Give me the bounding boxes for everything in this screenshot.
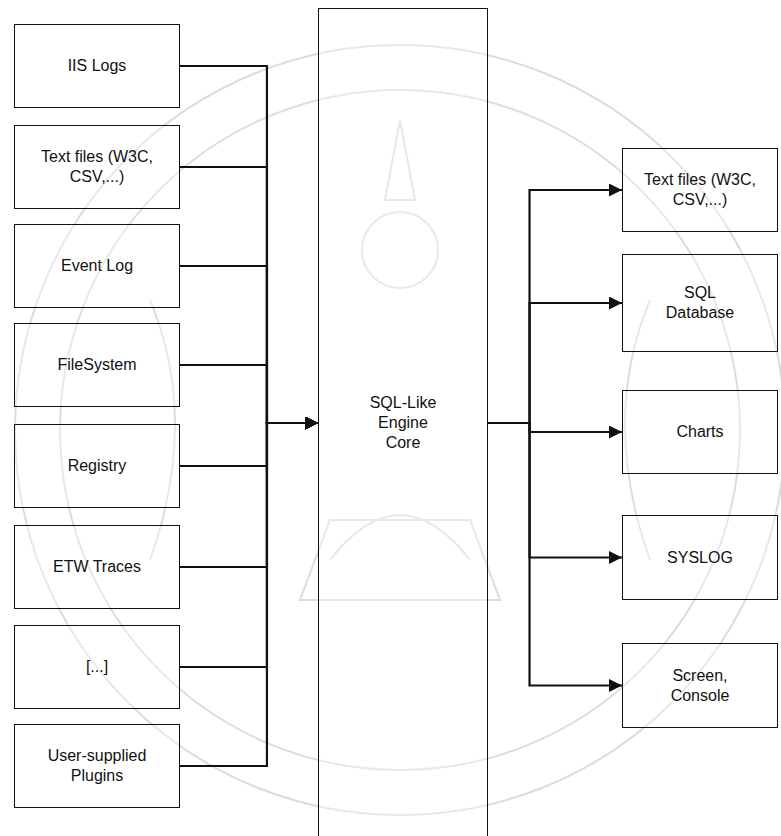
box-label: SYSLOG <box>667 548 733 568</box>
input-box: IIS Logs <box>14 24 180 108</box>
input-box: Text files (W3C, CSV,...) <box>14 125 180 209</box>
flow-arrow <box>488 423 622 558</box>
flow-arrow <box>488 190 622 423</box>
input-box: Registry <box>14 424 180 508</box>
box-label: Charts <box>676 422 723 442</box>
engine-box: SQL-Like Engine Core <box>318 8 488 836</box>
output-box: Screen, Console <box>622 643 778 728</box>
input-box: Event Log <box>14 224 180 308</box>
input-box: User-supplied Plugins <box>14 724 180 808</box>
flow-arrow <box>180 365 318 423</box>
box-label: Text files (W3C, CSV,...) <box>36 147 158 187</box>
box-label: Screen, Console <box>650 666 750 706</box>
box-label: SQL Database <box>650 283 750 323</box>
input-box: FileSystem <box>14 323 180 407</box>
flow-arrow <box>180 66 318 423</box>
box-label: User-supplied Plugins <box>36 746 158 786</box>
output-box: Text files (W3C, CSV,...) <box>622 148 778 232</box>
box-label: ETW Traces <box>53 557 141 577</box>
flow-arrow <box>180 423 318 567</box>
flow-arrow <box>488 423 622 432</box>
box-label: Text files (W3C, CSV,...) <box>638 170 762 210</box>
box-label: Registry <box>68 456 127 476</box>
input-box: [...] <box>14 625 180 709</box>
flow-arrow <box>180 423 318 466</box>
flow-arrow <box>180 423 318 667</box>
box-label: IIS Logs <box>68 56 127 76</box>
output-box: SYSLOG <box>622 515 778 600</box>
box-label: SQL-Like Engine Core <box>363 393 443 453</box>
flow-arrow <box>180 167 318 423</box>
input-box: ETW Traces <box>14 525 180 609</box>
output-box: Charts <box>622 390 778 474</box>
output-box: SQL Database <box>622 254 778 352</box>
box-label: [...] <box>86 657 108 677</box>
flow-arrow <box>180 266 318 423</box>
box-label: Event Log <box>61 256 133 276</box>
flow-arrow <box>488 423 622 686</box>
flow-arrow <box>180 423 318 766</box>
flow-arrow <box>488 303 622 423</box>
box-label: FileSystem <box>57 355 136 375</box>
